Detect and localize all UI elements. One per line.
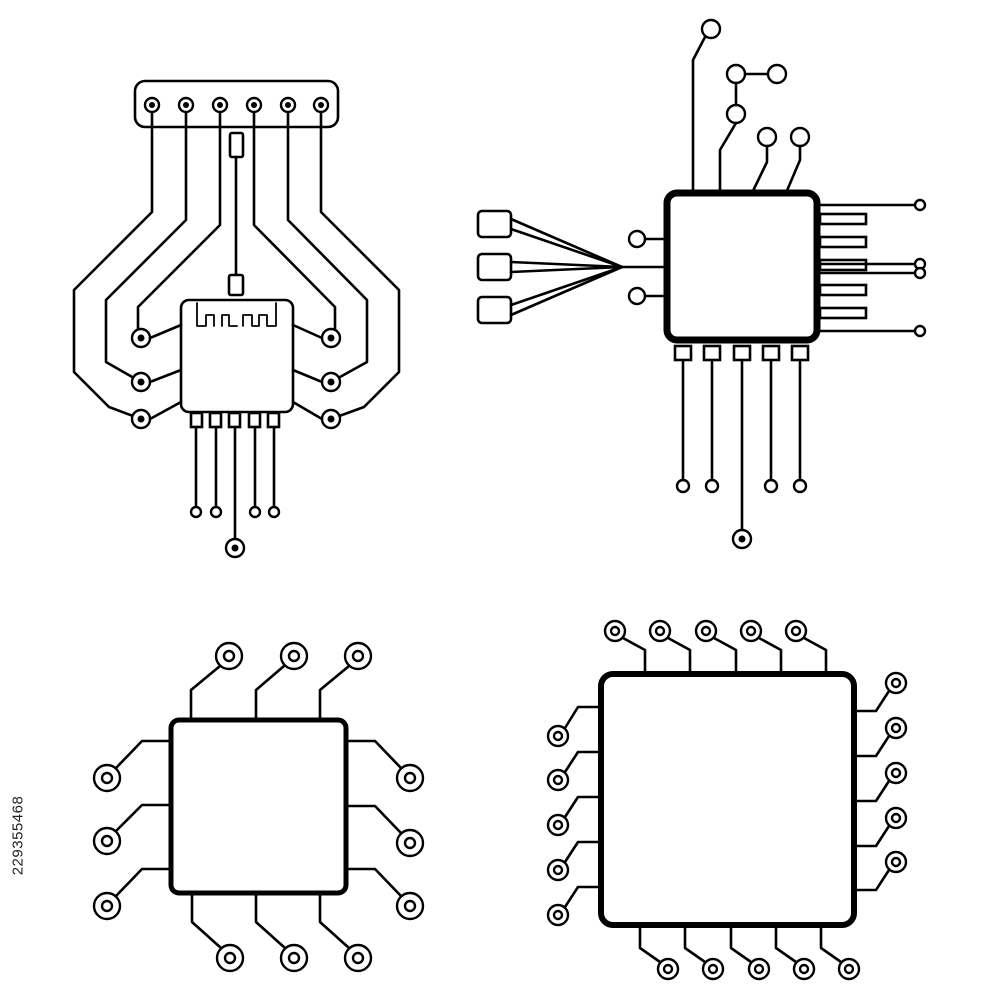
bottom-pads bbox=[638, 923, 861, 981]
microchip-with-cable-icon bbox=[476, 18, 927, 550]
right-pins bbox=[818, 198, 927, 338]
right-pads bbox=[852, 671, 908, 892]
bottom-pins bbox=[673, 344, 810, 550]
side-pads bbox=[130, 323, 342, 430]
chip-body bbox=[663, 189, 821, 344]
small-processor-chip-icon bbox=[92, 641, 425, 973]
circuit-chip-with-connector-icon bbox=[72, 79, 401, 559]
chip-body bbox=[168, 717, 349, 896]
right-traces bbox=[252, 111, 401, 421]
top-pads bbox=[603, 619, 828, 676]
pin-header-connector bbox=[133, 79, 340, 129]
bottom-legs bbox=[189, 411, 281, 559]
left-connections bbox=[620, 229, 666, 306]
left-traces bbox=[72, 111, 222, 421]
chip-body bbox=[598, 671, 857, 928]
top-traces bbox=[691, 18, 811, 195]
image-id-text: 229355468 bbox=[9, 795, 27, 875]
large-processor-chip-icon bbox=[546, 619, 908, 981]
image-id-caption: 229355468 bbox=[6, 760, 30, 910]
cable-plugs bbox=[476, 209, 624, 325]
left-pads bbox=[546, 705, 603, 927]
